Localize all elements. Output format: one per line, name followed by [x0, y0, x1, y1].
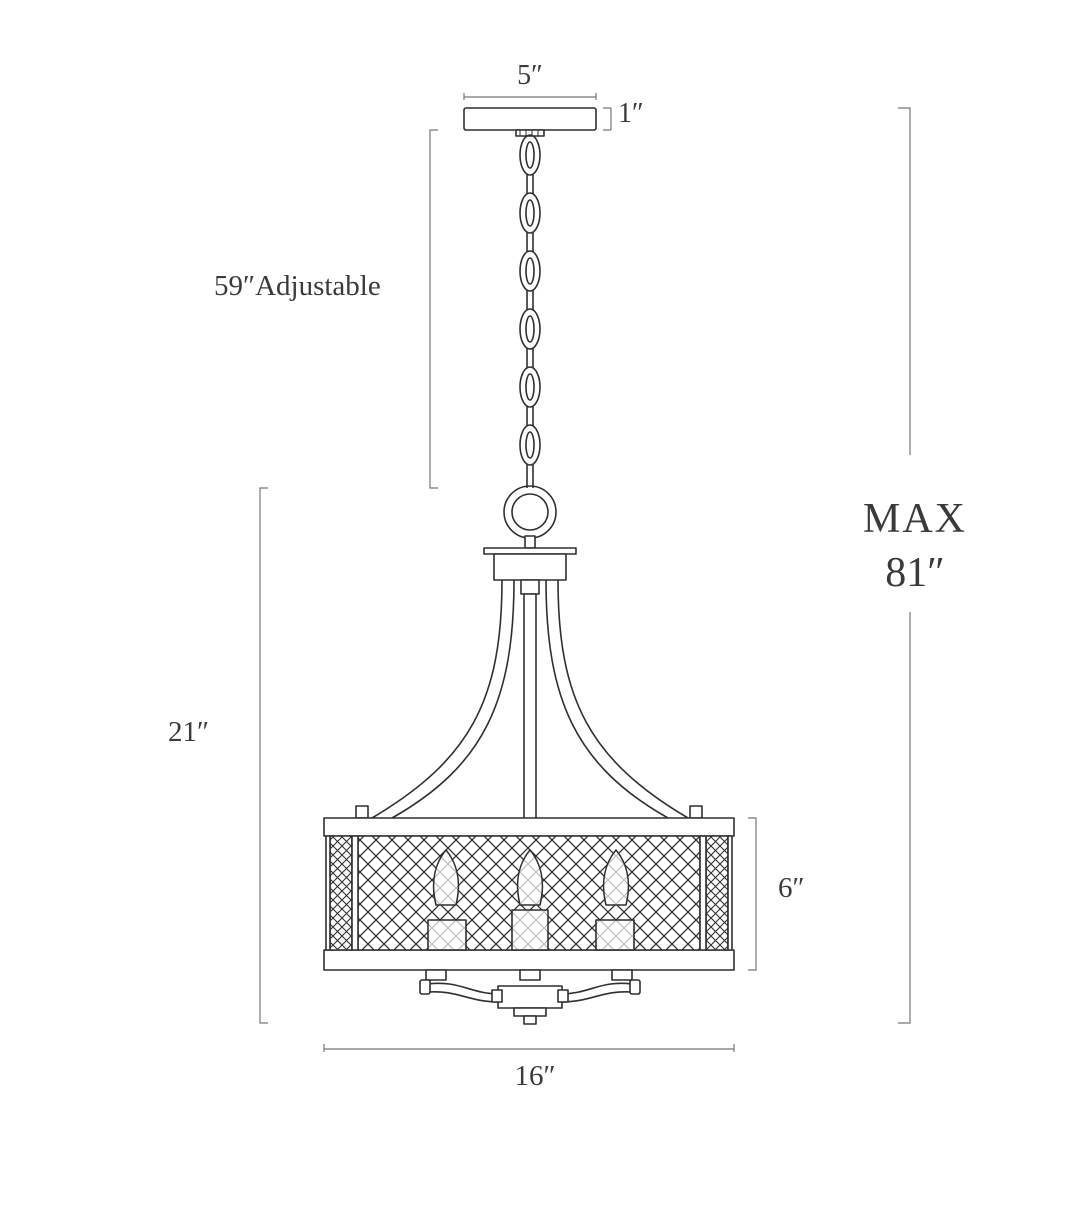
- top-cap: [483, 547, 577, 581]
- fixture-width-label: 16″: [514, 1060, 556, 1092]
- top-finials: [355, 805, 703, 819]
- canopy-height-label: 1″: [618, 98, 644, 129]
- max-height-value: 81″: [885, 550, 945, 596]
- chain: [519, 134, 541, 488]
- bottom-arms: [419, 979, 641, 1025]
- fixture: [323, 107, 735, 1025]
- max-height-title: MAX: [862, 496, 967, 542]
- drum-height-dim: [748, 817, 757, 971]
- arms: [371, 579, 689, 819]
- canopy-width-label: 5″: [517, 60, 543, 91]
- canopy: [463, 107, 597, 137]
- chain-length-label: 59″Adjustable: [214, 270, 381, 302]
- chain-length-dim: [429, 129, 438, 489]
- drum-height-label: 6″: [778, 872, 805, 904]
- bottom-cups: [425, 969, 633, 981]
- candle-sockets: [427, 849, 635, 951]
- fixture-height-label: 21″: [168, 716, 210, 748]
- fixture-height-dim: [259, 487, 268, 1024]
- max-height-dim-upper: [898, 107, 911, 455]
- dimension-lines: [259, 93, 911, 1052]
- canopy-height-dim: [603, 107, 612, 131]
- fixture-width-dim: [323, 1044, 735, 1052]
- hanging-ring: [503, 485, 557, 549]
- max-height-dim-lower: [898, 612, 911, 1024]
- center-rod: [520, 579, 540, 821]
- canopy-width-dim: [463, 93, 597, 100]
